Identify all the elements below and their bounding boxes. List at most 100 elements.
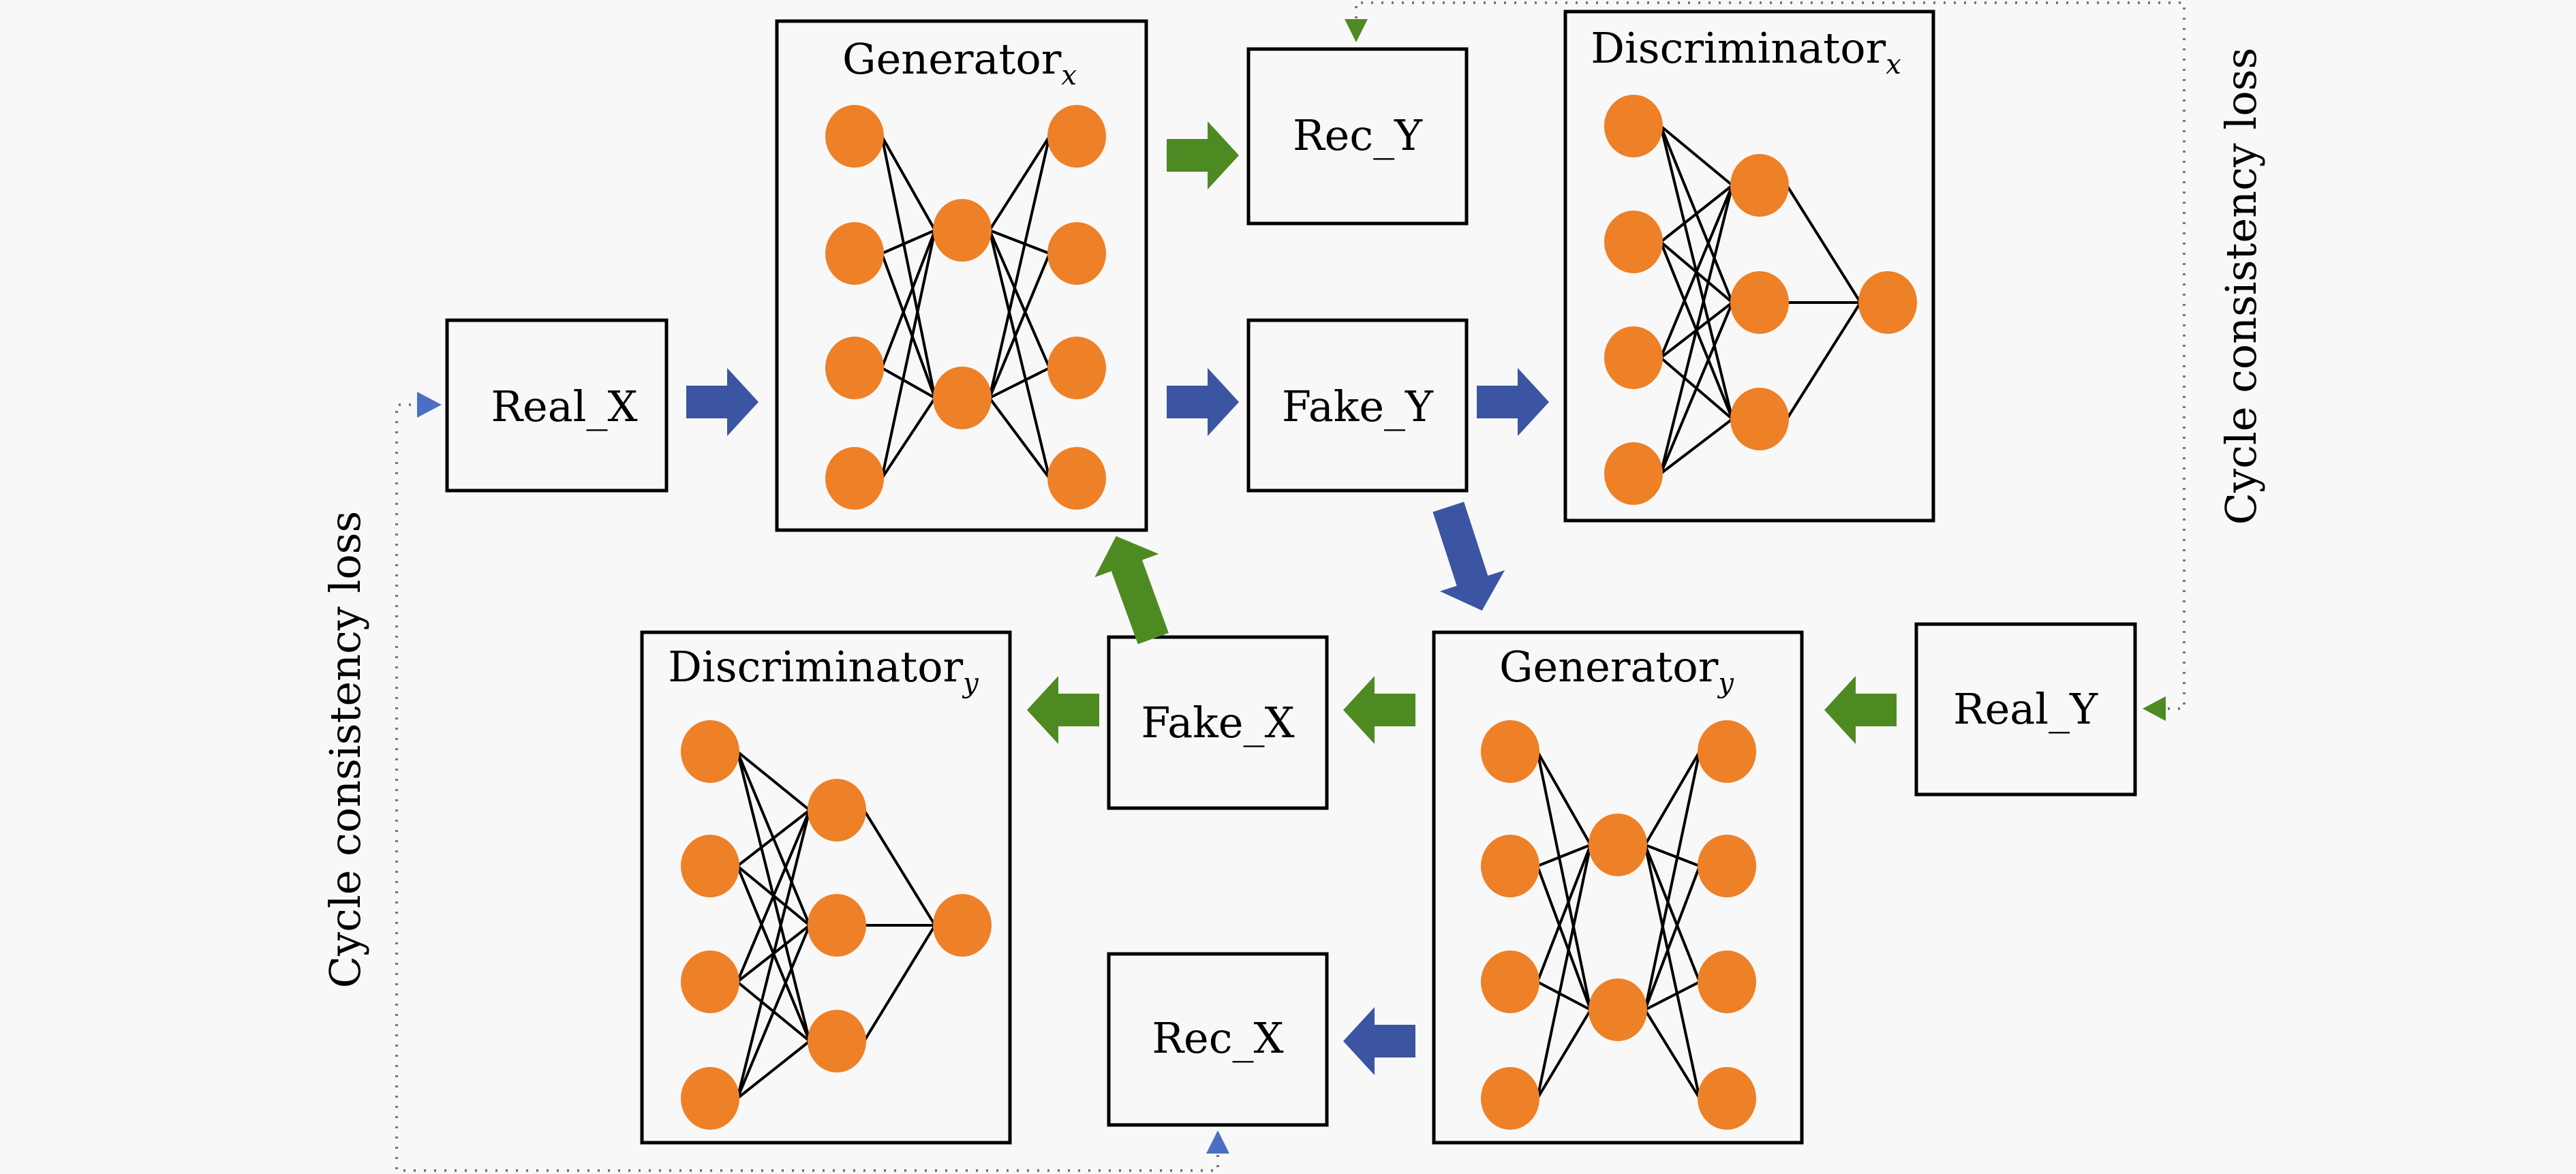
network-edge	[1785, 301, 1862, 420]
arrow-generator-y-to-fake-x	[1343, 676, 1415, 744]
neuron-node	[933, 199, 992, 262]
real-x-label: Real_X	[491, 382, 637, 431]
rec-y-box: Rec_Y	[1246, 47, 1469, 226]
network-edge	[736, 925, 811, 1099]
neuron-node	[681, 951, 739, 1013]
network-edge	[1659, 418, 1734, 475]
network-edge	[1536, 844, 1592, 983]
network-edge	[1537, 844, 1591, 867]
generator-x-block: Generatorx	[775, 19, 1148, 532]
discriminator-y-title: Discriminatory	[668, 642, 979, 699]
cycle-loss-label-left: Cycle consistency loss	[320, 511, 370, 989]
network-edge	[1644, 844, 1701, 983]
arrow-fake-x-to-discriminator-y	[1027, 676, 1099, 744]
fake-y-label: Fake_Y	[1282, 382, 1434, 431]
network-edge	[988, 136, 1051, 399]
neuron-node	[1604, 211, 1663, 273]
cycle-loss-path-x	[395, 403, 1219, 1172]
neuron-node	[933, 894, 992, 957]
network-edges	[736, 750, 936, 1100]
network-edge	[1537, 980, 1591, 1011]
network-edge	[988, 135, 1051, 232]
rec-x-box: Rec_X	[1107, 952, 1329, 1127]
network-edge	[736, 809, 811, 983]
network-edge	[736, 809, 811, 867]
real-y-label: Real_Y	[1953, 684, 2098, 734]
arrow-fake-y-to-generator-y	[1432, 501, 1505, 611]
network-edges	[1659, 125, 1862, 475]
network-edge	[1644, 865, 1701, 1010]
neuron-node	[808, 1010, 866, 1072]
network-edge	[1644, 751, 1701, 1010]
neuron-node	[825, 105, 884, 168]
generator-y-title: Generatory	[1499, 642, 1734, 699]
discriminator-y-block: Discriminatory	[640, 630, 1012, 1145]
neuron-node	[1481, 1067, 1539, 1130]
neuron-node	[1604, 442, 1663, 505]
network-edge	[988, 253, 1051, 399]
network-edge	[863, 809, 936, 927]
network-edges	[1536, 750, 1701, 1100]
neuron-node	[1698, 835, 1756, 897]
generator-y-block: Generatory	[1432, 630, 1804, 1145]
network-edge	[1536, 751, 1592, 846]
fake-y-box: Fake_Y	[1246, 318, 1469, 493]
network-edge	[736, 1040, 811, 1100]
discriminator-x-title: Discriminatorx	[1591, 23, 1901, 80]
fake-x-label: Fake_X	[1141, 698, 1294, 747]
neuron-node	[1730, 154, 1789, 217]
real-y-box: Real_Y	[1914, 622, 2137, 797]
neuron-node	[808, 779, 866, 841]
neuron-node	[1730, 388, 1789, 450]
generator-x-title: Generatorx	[842, 34, 1077, 91]
arrow-generator-y-to-rec-x	[1343, 1007, 1415, 1075]
cycle-loss-paths	[395, 1, 2186, 1172]
neuron-node	[825, 222, 884, 285]
neuron-node	[1730, 271, 1789, 334]
neuron-node	[933, 367, 992, 429]
loss-arrowhead-real-x	[417, 392, 442, 418]
neuron-node	[1589, 978, 1647, 1041]
arrow-generator-x-to-rec-y	[1167, 121, 1239, 189]
network-edge	[881, 229, 936, 255]
network-edge	[1659, 125, 1734, 187]
discriminator-y-network	[681, 720, 992, 1130]
neuron-node	[808, 894, 866, 957]
arrow-fake-y-to-discriminator-x	[1477, 368, 1549, 436]
neuron-node	[1047, 222, 1106, 285]
arrow-real-x-to-generator-x	[686, 368, 758, 436]
neuron-node	[1481, 951, 1539, 1013]
network-edge	[880, 230, 936, 479]
network-edge	[1644, 980, 1700, 1011]
network-edge	[1659, 185, 1734, 358]
neuron-node	[825, 447, 884, 510]
network-edge	[988, 397, 1051, 480]
arrow-real-y-to-generator-y	[1824, 676, 1897, 744]
neuron-node	[1698, 1067, 1756, 1130]
network-edge	[881, 367, 936, 399]
discriminator-x-block: Discriminatorx	[1563, 10, 1935, 523]
flow-arrows	[686, 121, 1897, 1075]
network-edge	[880, 136, 936, 231]
network-edge	[1536, 844, 1592, 1099]
neuron-node	[1481, 720, 1539, 783]
network-edge	[880, 230, 936, 369]
neuron-node	[1604, 95, 1663, 157]
neuron-node	[1698, 720, 1756, 783]
neuron-node	[1858, 271, 1917, 334]
network-edge	[1659, 302, 1734, 474]
network-edge	[1644, 844, 1701, 1099]
network-edge	[1659, 185, 1734, 474]
neuron-node	[681, 1067, 739, 1130]
network-edge	[1536, 865, 1592, 1010]
neuron-node	[1047, 337, 1106, 399]
neuron-node	[1047, 447, 1106, 510]
network-edge	[863, 924, 936, 1042]
network-edge	[989, 229, 1050, 255]
network-edges	[880, 135, 1051, 480]
neuron-node	[681, 720, 739, 783]
network-edge	[1785, 184, 1862, 304]
network-edge	[1644, 844, 1700, 867]
network-edge	[989, 367, 1050, 399]
